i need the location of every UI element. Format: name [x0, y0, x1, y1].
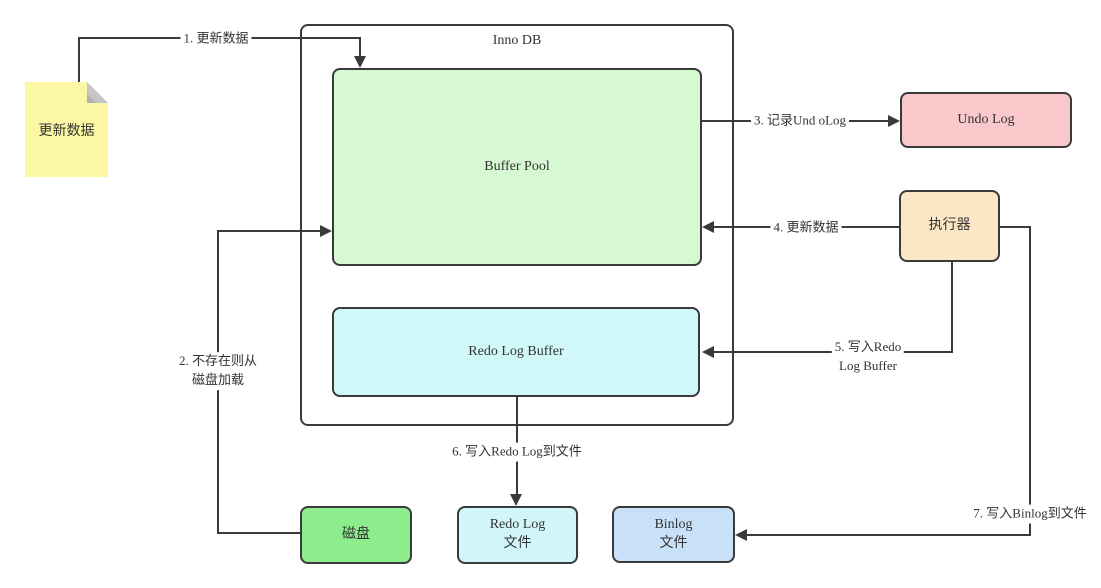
note-update-data: 更新数据 — [25, 82, 108, 177]
undo-log-label: Undo Log — [957, 111, 1015, 127]
node-buffer-pool: Buffer Pool — [332, 68, 702, 266]
redo-log-file-label-line2: 文件 — [503, 536, 532, 551]
edge2-label: 2. 不存在则从 磁盘加载 — [175, 352, 261, 390]
buffer-pool-label: Buffer Pool — [484, 158, 550, 174]
edge4-arrowhead — [702, 221, 714, 233]
node-executor: 执行器 — [899, 190, 1000, 262]
redo-log-buffer-label: Redo Log Buffer — [468, 343, 564, 359]
edge6-label: 6. 写入Redo Log到文件 — [449, 442, 585, 462]
edge7-segment-out — [1000, 226, 1031, 228]
edge5-label-line2: Log Buffer — [839, 358, 897, 373]
note-label: 更新数据 — [38, 123, 95, 139]
edge1-label: 1. 更新数据 — [180, 29, 252, 49]
edge3-label: 3. 记录Und oLog — [750, 111, 850, 131]
note-fold-corner-icon — [87, 82, 108, 103]
edge3-arrowhead — [888, 115, 900, 127]
binlog-file-label: Binlog 文件 — [654, 516, 692, 554]
edge5-arrowhead — [702, 346, 714, 358]
node-undo-log: Undo Log — [900, 92, 1072, 148]
edge2-label-line1: 2. 不存在则从 — [178, 353, 258, 369]
edge7-arrowhead — [735, 529, 747, 541]
executor-label: 执行器 — [928, 217, 971, 233]
edge2-segment-bottom — [217, 532, 301, 534]
edge1-arrowhead — [354, 56, 366, 68]
redo-log-file-label: Redo Log 文件 — [490, 516, 546, 554]
edge1-segment-up — [78, 38, 80, 84]
redo-log-file-label-line1: Redo Log — [489, 517, 546, 533]
edge2-segment-across — [219, 230, 320, 232]
binlog-file-label-line1: Binlog — [654, 516, 693, 532]
edge7-segment-across — [747, 534, 1031, 536]
node-redo-log-buffer: Redo Log Buffer — [332, 307, 700, 397]
edge1-segment-down — [359, 38, 361, 58]
node-redo-log-file: Redo Log 文件 — [457, 506, 578, 564]
edge2-label-line2: 磁盘加载 — [191, 372, 245, 387]
edge4-label: 4. 更新数据 — [770, 218, 842, 238]
edge7-segment-down — [1029, 226, 1031, 536]
node-disk: 磁盘 — [300, 506, 412, 564]
edge2-arrowhead — [320, 225, 332, 237]
edge5-segment-down — [951, 262, 953, 353]
edge6-arrowhead — [510, 494, 522, 506]
edge7-label: 7. 写入Binlog到文件 — [970, 504, 1090, 524]
edge5-label: 5. 写入Redo Log Buffer — [831, 338, 905, 376]
node-binlog-file: Binlog 文件 — [612, 506, 735, 563]
disk-label: 磁盘 — [342, 526, 370, 542]
binlog-file-label-line2: 文件 — [659, 535, 688, 551]
innodb-title: Inno DB — [492, 33, 542, 48]
edge5-label-line1: 5. 写入Redo — [834, 339, 902, 355]
